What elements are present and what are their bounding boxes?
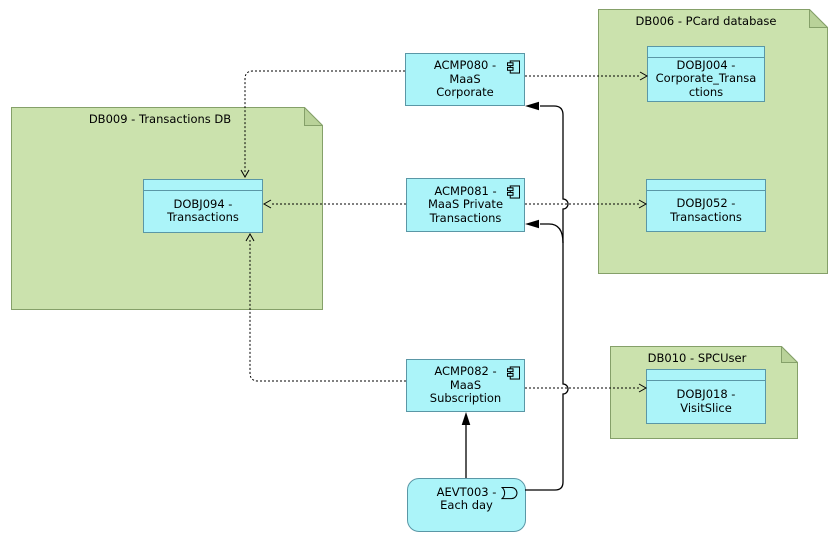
group-title: DB009 - Transactions DB	[88, 112, 232, 126]
event-aevt003[interactable]: AEVT003 - Each day	[407, 478, 526, 532]
component-label-line: ACMP081 -	[434, 183, 497, 198]
data-object-label-line: VisitSlice	[680, 400, 732, 415]
component-label-line: MaaS Private	[427, 197, 504, 212]
component-label-line: MaaS	[449, 377, 482, 392]
data-object-dobj018[interactable]: DOBJ018 - VisitSlice	[646, 369, 766, 424]
component-acmp082[interactable]: ACMP082 - MaaS Subscription	[406, 359, 525, 412]
data-object-label-line: Transactions	[167, 210, 239, 224]
component-acmp080[interactable]: ACMP080 - MaaS Corporate	[405, 53, 525, 106]
component-icon	[507, 60, 520, 74]
component-label-line: ACMP082 -	[434, 364, 497, 379]
component-acmp081[interactable]: ACMP081 - MaaS Private Transactions	[406, 178, 525, 232]
component-label-line: ACMP080 -	[433, 58, 497, 73]
data-object-label-line: DOBJ094 -	[173, 196, 233, 211]
component-label-line: Corporate	[436, 85, 494, 100]
data-object-label-line: Transactions	[670, 209, 742, 224]
data-object-dobj004[interactable]: DOBJ004 - Corporate_Transa ctions	[647, 46, 765, 102]
trigger-aevt003-to-acmp080	[525, 101, 569, 491]
data-object-top-band	[647, 370, 765, 381]
event-label-line: Each day	[440, 498, 493, 513]
data-object-label-line: DOBJ018 -	[676, 387, 736, 402]
trigger-aevt003-to-acmp082	[461, 412, 471, 478]
component-icon	[507, 185, 520, 199]
trigger-aevt003-to-acmp081	[525, 219, 564, 244]
data-object-dobj052[interactable]: DOBJ052 - Transactions	[646, 179, 766, 232]
data-object-dobj094[interactable]: DOBJ094 - Transactions	[143, 179, 263, 233]
group-title: DB010 - SPCUser	[647, 351, 747, 365]
group-title: DB006 - PCard database	[635, 14, 777, 28]
component-label-line: Transactions	[429, 210, 502, 225]
data-object-label-line: ctions	[688, 84, 724, 99]
data-object-label-line: DOBJ052 -	[676, 196, 736, 211]
data-object-label-line: DOBJ004 -	[676, 57, 736, 72]
data-object-top-band	[144, 180, 262, 191]
data-object-label-line: Corporate_Transa	[655, 71, 757, 86]
component-label-line: MaaS	[449, 71, 481, 86]
event-label-line: AEVT003 -	[436, 485, 497, 499]
data-object-top-band	[648, 47, 764, 58]
component-icon	[507, 366, 520, 380]
component-label-line: Subscription	[429, 391, 502, 406]
event-icon	[501, 487, 518, 500]
data-object-top-band	[647, 180, 765, 191]
